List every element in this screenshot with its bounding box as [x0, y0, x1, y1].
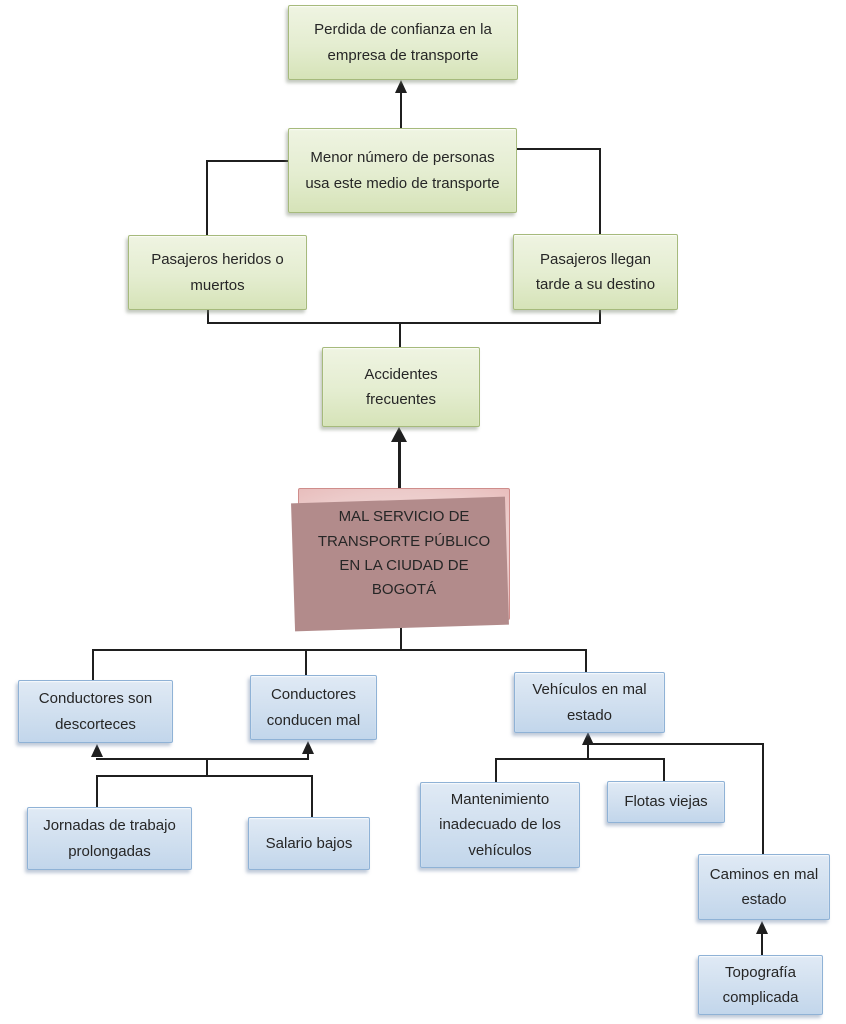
connector-line — [305, 649, 307, 675]
connector-line — [587, 743, 764, 745]
node-problema-central: MAL SERVICIO DE TRANSPORTE PÚBLICO EN LA… — [298, 488, 510, 620]
arrowhead-up — [391, 427, 407, 442]
connector-line — [599, 310, 601, 324]
node-conductores-conducen-mal: Conductores conducen mal — [250, 675, 377, 740]
connector-line — [96, 758, 309, 760]
node-conductores-descorteces: Conductores son descorteces — [18, 680, 173, 743]
connector-line — [206, 758, 208, 777]
node-caminos-mal-estado: Caminos en mal estado — [698, 854, 830, 920]
connector-line — [587, 745, 589, 759]
connector-line — [398, 441, 401, 488]
connector-line — [495, 758, 497, 783]
connector-line — [585, 649, 587, 672]
node-topografia-complicada: Topografía complicada — [698, 955, 823, 1015]
node-label: Salario bajos — [265, 834, 353, 852]
node-menor-numero-personas: Menor número de personas usa este medio … — [288, 128, 517, 213]
node-label: Conductores conducen mal — [266, 686, 361, 729]
node-perdida-confianza: Perdida de confianza en la empresa de tr… — [288, 5, 518, 80]
connector-line — [92, 649, 587, 651]
connector-line — [762, 743, 764, 855]
connector-line — [92, 649, 94, 680]
node-label: Caminos en mal estado — [709, 865, 819, 909]
node-label: Vehículos en mal estado — [532, 681, 647, 724]
node-vehiculos-mal-estado: Vehículos en mal estado — [514, 672, 665, 733]
node-label: Perdida de confianza en la empresa de tr… — [314, 21, 492, 64]
connector-line — [207, 160, 290, 162]
arrowhead-up — [756, 921, 768, 934]
connector-line — [207, 310, 209, 324]
node-mantenimiento-inadecuado: Mantenimiento inadecuado de los vehículo… — [420, 782, 580, 868]
connector-line — [761, 933, 763, 956]
connector-line — [96, 775, 98, 808]
connector-line — [307, 753, 309, 760]
connector-line — [96, 775, 313, 777]
arrowhead-up — [582, 732, 594, 745]
node-label: Flotas viejas — [624, 793, 708, 811]
node-label: Topografía complicada — [722, 963, 799, 1007]
node-label: Pasajeros heridos o muertos — [151, 251, 284, 294]
connector-line — [207, 322, 601, 324]
arrowhead-up — [395, 80, 407, 93]
node-label: Conductores son descorteces — [38, 690, 153, 733]
node-label: Mantenimiento inadecuado de los vehículo… — [439, 790, 561, 859]
node-flotas-viejas: Flotas viejas — [607, 781, 725, 823]
node-pasajeros-llegan-tarde: Pasajeros llegan tarde a su destino — [513, 234, 678, 310]
connector-line — [516, 148, 601, 150]
connector-line — [399, 322, 401, 347]
connector-line — [400, 92, 402, 128]
node-label: Pasajeros llegan tarde a su destino — [535, 250, 656, 294]
arrowhead-up — [91, 744, 103, 757]
connector-line — [206, 160, 208, 235]
connector-line — [599, 148, 601, 234]
node-pasajeros-heridos: Pasajeros heridos o muertos — [128, 235, 307, 310]
node-salario-bajos: Salario bajos — [248, 817, 370, 870]
node-label: MAL SERVICIO DE TRANSPORTE PÚBLICO EN LA… — [317, 508, 491, 599]
connector-line — [400, 620, 402, 651]
connector-line — [311, 775, 313, 818]
node-accidentes-frecuentes: Accidentes frecuentes — [322, 347, 480, 427]
node-label: Accidentes frecuentes — [364, 365, 438, 409]
node-label: Jornadas de trabajo prolongadas — [43, 817, 176, 860]
node-jornadas-trabajo: Jornadas de trabajo prolongadas — [27, 807, 192, 870]
node-label: Menor número de personas usa este medio … — [305, 149, 500, 192]
arrowhead-up — [302, 741, 314, 754]
connector-line — [663, 758, 665, 782]
connector-line — [495, 758, 665, 760]
